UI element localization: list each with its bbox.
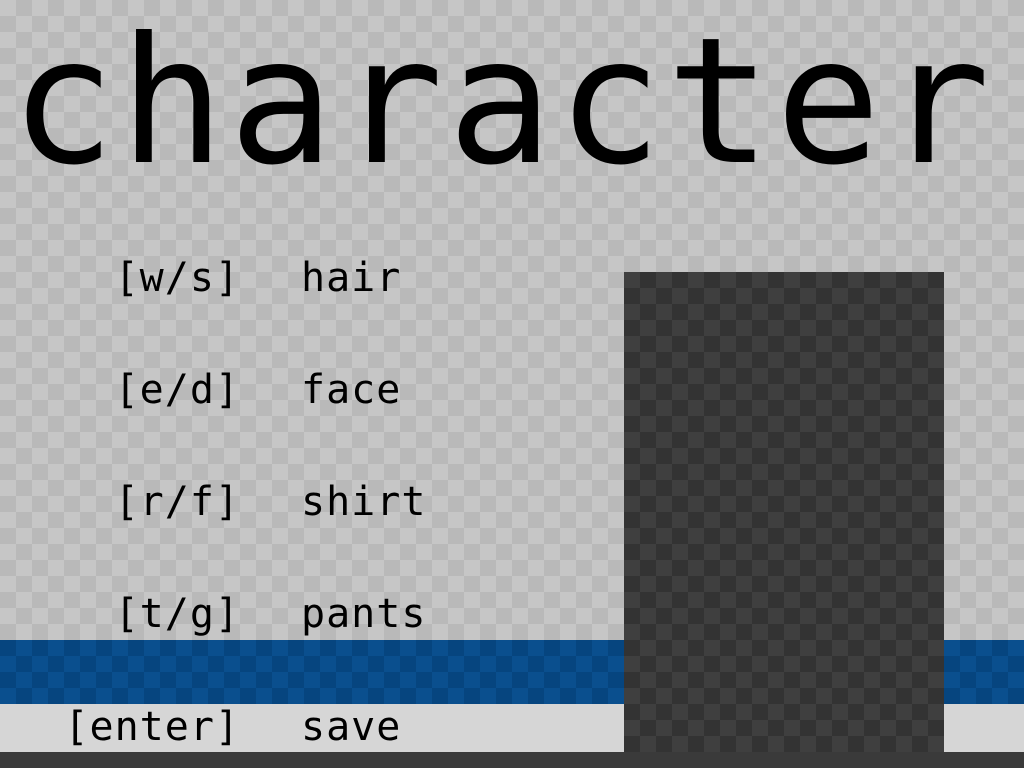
hair-key-hint: [w/s] <box>114 255 240 301</box>
character-preview-panel <box>624 272 944 752</box>
save-label: save <box>301 704 402 750</box>
shirt-key-hint: [r/f] <box>114 479 240 525</box>
pants-label: pants <box>301 591 427 637</box>
hair-label: hair <box>301 255 402 301</box>
bottom-strip <box>0 752 1024 768</box>
face-key-hint: [e/d] <box>114 367 240 413</box>
shirt-label: shirt <box>301 479 427 525</box>
menu-item-hair[interactable]: [w/s] hair <box>0 250 600 306</box>
pants-key-hint: [t/g] <box>114 591 240 637</box>
menu-item-pants[interactable]: [t/g] pants <box>0 586 600 642</box>
menu-item-save[interactable]: [enter] save <box>0 699 600 755</box>
screen-title: character <box>10 8 995 198</box>
face-label: face <box>301 367 402 413</box>
menu-item-shirt[interactable]: [r/f] shirt <box>0 474 600 530</box>
save-key-hint: [enter] <box>64 704 240 750</box>
menu-item-face[interactable]: [e/d] face <box>0 362 600 418</box>
